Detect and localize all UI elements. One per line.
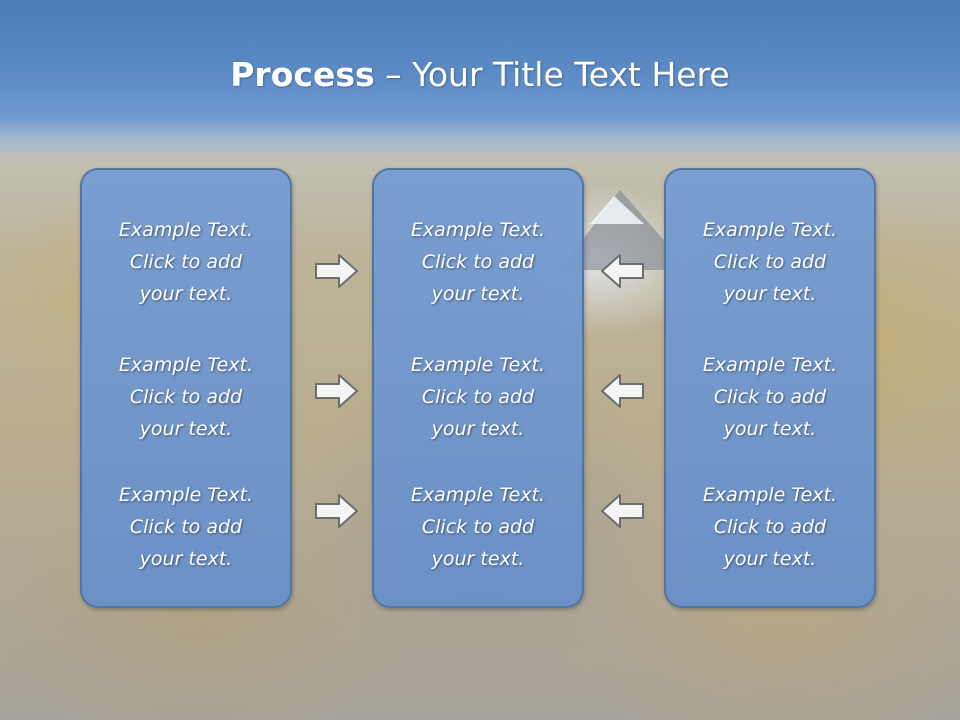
panel-text-block[interactable]: Example Text. Click to add your text.: [702, 484, 838, 570]
panel-text-block[interactable]: Example Text. Click to add your text.: [702, 219, 838, 305]
background-snow-peak: [590, 196, 644, 224]
arrow-right-icon: [313, 251, 361, 291]
arrow-left-icon: [598, 371, 646, 411]
panel-text-block[interactable]: Example Text. Click to add your text.: [118, 484, 254, 570]
process-panel-left[interactable]: Example Text. Click to add your text. Ex…: [80, 168, 292, 608]
panel-text-block[interactable]: Example Text. Click to add your text.: [118, 354, 254, 440]
process-panel-right[interactable]: Example Text. Click to add your text. Ex…: [664, 168, 876, 608]
slide-title[interactable]: Process – Your Title Text Here: [0, 52, 960, 98]
panel-text-block[interactable]: Example Text. Click to add your text.: [410, 354, 546, 440]
panel-text-block[interactable]: Example Text. Click to add your text.: [118, 219, 254, 305]
arrow-right-icon: [313, 371, 361, 411]
slide-title-rest: – Your Title Text Here: [374, 55, 730, 94]
arrow-right-icon: [313, 491, 361, 531]
arrow-left-icon: [598, 491, 646, 531]
title-band: [0, 0, 960, 160]
slide-title-bold: Process: [230, 55, 375, 94]
panel-text-block[interactable]: Example Text. Click to add your text.: [702, 354, 838, 440]
panel-text-block[interactable]: Example Text. Click to add your text.: [410, 484, 546, 570]
panel-text-block[interactable]: Example Text. Click to add your text.: [410, 219, 546, 305]
arrow-left-icon: [598, 251, 646, 291]
process-panel-center[interactable]: Example Text. Click to add your text. Ex…: [372, 168, 584, 608]
